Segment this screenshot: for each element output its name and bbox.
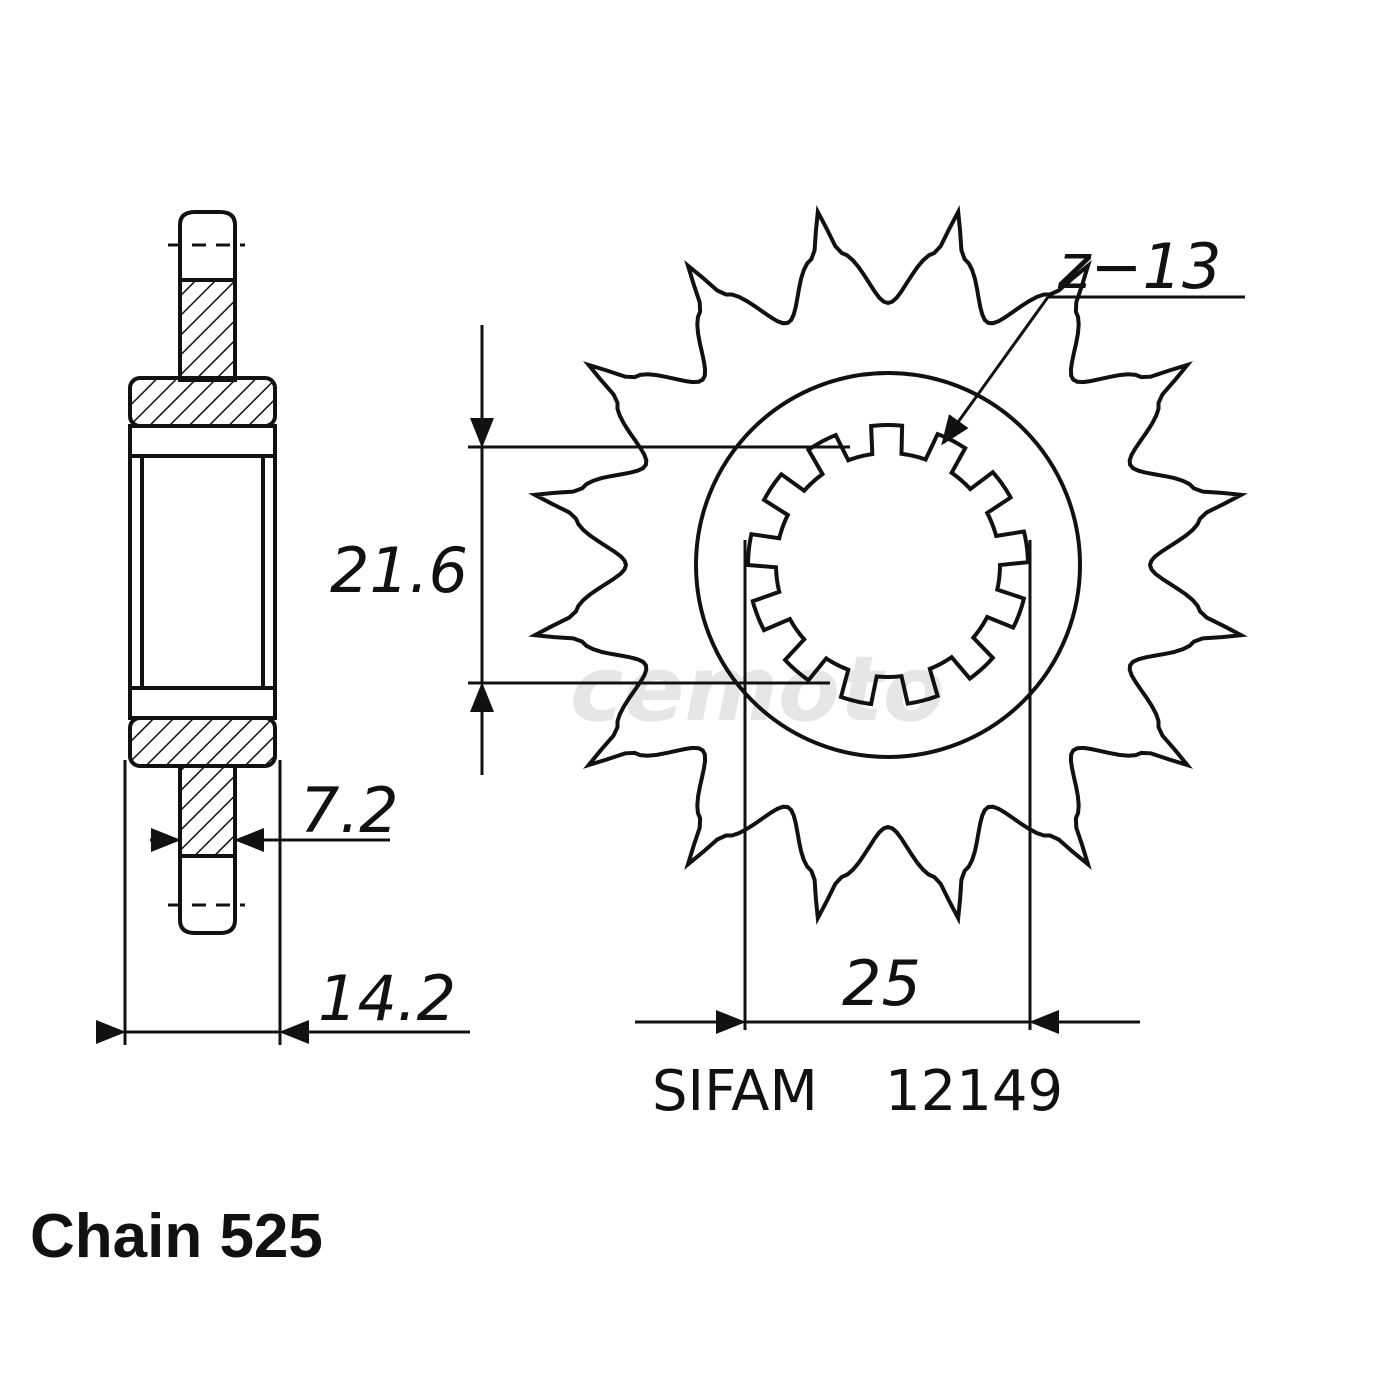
front-view	[468, 205, 1248, 1034]
spline-outline	[746, 423, 1031, 707]
chain-size-label: Chain 525	[30, 1202, 323, 1271]
side-view	[96, 210, 470, 1045]
spline-count-label: z−13	[1057, 230, 1221, 303]
hub-circle	[694, 371, 1082, 759]
part-number-label: 12149	[885, 1059, 1063, 1124]
outer-teeth-outline	[528, 205, 1248, 925]
brand-label: SIFAM	[652, 1059, 818, 1124]
tooth-width-label: 7.2	[300, 774, 399, 847]
hub-diameter-label: 25	[842, 947, 921, 1020]
side-width-label: 14.2	[318, 962, 456, 1035]
spline-diameter-label: 21.6	[330, 534, 468, 607]
watermark: cemoto	[570, 637, 945, 742]
